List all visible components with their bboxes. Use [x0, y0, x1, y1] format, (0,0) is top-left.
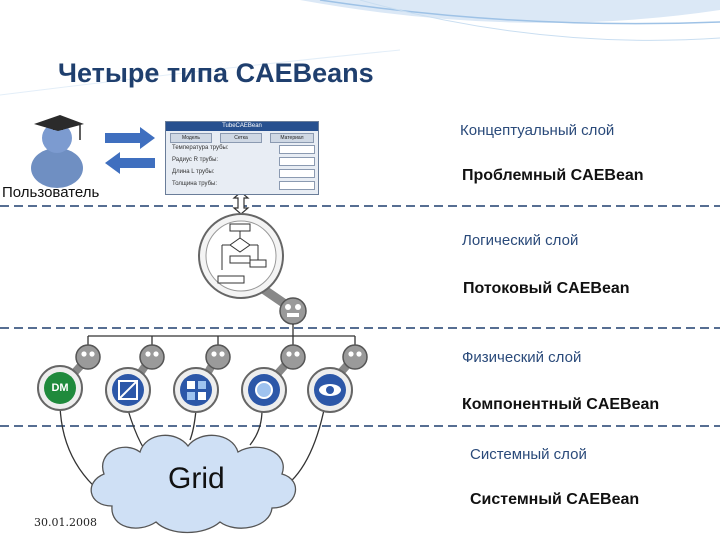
form-input[interactable] [279, 145, 315, 154]
component-bean-1 [37, 344, 101, 411]
layer-physical-label: Физический слой [462, 349, 582, 366]
double-arrow-icon [232, 191, 250, 215]
form-input[interactable] [279, 169, 315, 178]
exchange-arrows [105, 127, 155, 174]
form-input[interactable] [279, 181, 315, 190]
form-row-label: Радиус R трубы: [172, 157, 219, 163]
layer-conceptual-label: Концептуальный слой [460, 122, 615, 139]
component-bean-4 [241, 344, 306, 413]
form-input[interactable] [279, 157, 315, 166]
bean-problem-label: Проблемный CAEBean [462, 167, 644, 184]
grid-label: Grid [168, 462, 225, 495]
dm-badge: DM [51, 382, 69, 394]
component-bean-3 [173, 344, 231, 413]
flowchart-bean-icon [198, 213, 307, 325]
user-label: Пользователь [2, 184, 100, 201]
layer-logical-label: Логический слой [462, 232, 579, 249]
component-bean-2 [105, 344, 165, 413]
form-tab-model[interactable]: Модель [170, 133, 212, 143]
date-footer: 30.01.2008 [34, 516, 97, 529]
grid-cloud [90, 434, 297, 534]
caebean-form-window: TubeCAEBean Модель Сетка Материал Темпер… [165, 121, 319, 195]
form-row-label: Длина L трубы: [172, 169, 215, 175]
form-tab-mesh[interactable]: Сетка [220, 133, 262, 143]
user-icon [31, 115, 84, 188]
header-swoosh [0, 0, 720, 96]
component-bean-5 [307, 344, 368, 413]
bean-component-label: Компонентный CAEBean [462, 396, 660, 413]
layer-system-label: Системный слой [470, 446, 587, 463]
page-title: Четыре типа CAEBeans [58, 58, 374, 88]
bean-flow-label: Потоковый CAEBean [463, 280, 630, 297]
layer-dividers [0, 205, 720, 427]
form-row-label: Толщина трубы: [172, 181, 218, 187]
form-row-label: Температура трубы: [172, 145, 229, 151]
form-tab-material[interactable]: Материал [270, 133, 314, 143]
bean-system-label: Системный CAEBean [470, 491, 640, 508]
form-title: TubeCAEBean [166, 122, 318, 131]
